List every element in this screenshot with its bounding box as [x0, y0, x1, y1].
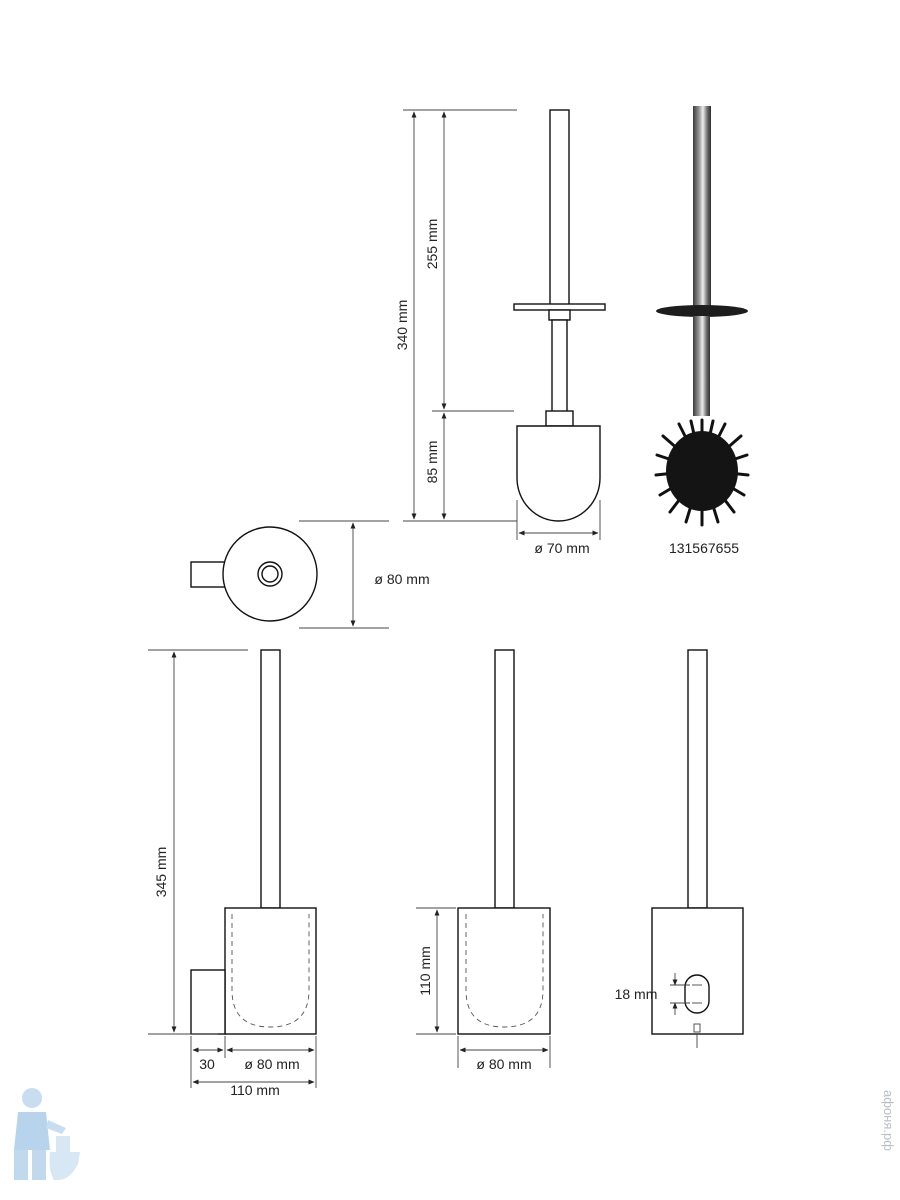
watermark: афоня.рф: [881, 1090, 896, 1151]
dimension-70: ø 70 mm: [516, 500, 601, 556]
plumber-mascot-logo: [14, 1088, 80, 1180]
dimension-top-80: ø 80 mm: [299, 520, 430, 629]
dimension-30-label: 30: [199, 1056, 215, 1072]
dimension-front-110-label: 110 mm: [417, 946, 433, 996]
dimension-340: 340 mm: [394, 109, 517, 522]
product-code: 131567655: [669, 540, 739, 556]
dimension-18-label: 18 mm: [615, 986, 658, 1002]
dimension-70-label: ø 70 mm: [534, 540, 589, 556]
dimension-110-depth-label: 110 mm: [230, 1082, 280, 1098]
front-view: [457, 649, 551, 1035]
brush-line-drawing: [513, 109, 606, 522]
side-view: [190, 649, 317, 1035]
dimension-side-horizontal: 30 ø 80 mm 110 mm: [190, 1036, 317, 1098]
dimension-side-80-label: ø 80 mm: [244, 1056, 299, 1072]
dimension-255-label: 255 mm: [424, 219, 440, 270]
dimension-top-80-label: ø 80 mm: [374, 571, 429, 587]
dimension-18: 18 mm: [615, 973, 690, 1015]
back-view: [651, 649, 744, 1048]
dimension-front-80-label: ø 80 mm: [476, 1056, 531, 1072]
top-view: [190, 526, 318, 622]
dimension-front-80: ø 80 mm: [457, 1036, 551, 1072]
dimension-85: 85 mm: [424, 412, 447, 520]
dimension-255: 255 mm: [424, 111, 514, 412]
dimension-345-label: 345 mm: [153, 847, 169, 898]
brush-photo: [654, 106, 750, 527]
dimension-345: 345 mm: [148, 649, 248, 1035]
dimension-340-label: 340 mm: [394, 300, 410, 351]
dimension-front-110: 110 mm: [416, 907, 456, 1035]
dimension-85-label: 85 mm: [424, 441, 440, 484]
